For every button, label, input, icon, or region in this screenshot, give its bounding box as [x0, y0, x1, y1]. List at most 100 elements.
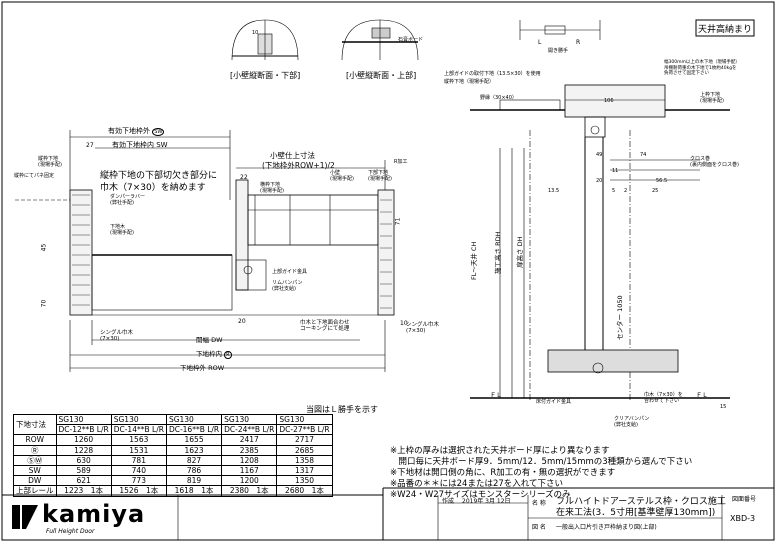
svg-text:L: L: [538, 39, 542, 46]
sec-dim-2: 2: [624, 188, 628, 194]
number-value: XBD-3: [730, 514, 756, 523]
label-jamb: 縦枠下地(現場手配): [38, 156, 62, 168]
sec-dim-25: 25: [652, 188, 659, 194]
table-row: ROW 1260 1563 1655 2417 2717: [13, 434, 333, 446]
table-row: SW 589 740 786 1167 1317: [13, 464, 333, 477]
plan-dim-71: 71: [394, 217, 402, 226]
note-line: ※下地材は開口側の角に、R加工の有・無の選択ができます: [390, 468, 616, 478]
sec-dim-20: 20: [596, 178, 603, 184]
sec-col2: 縦枠下地（現場手配）: [444, 79, 495, 85]
label-horizontal-frame: 横枠下地(現場手配): [260, 182, 284, 194]
spec-table: 下地寸法 SG130 SG130 SG130 SG130 SG130 DC-12…: [13, 413, 333, 497]
drawing-value: 一般出入口片引き戸枠納まり図(上部): [556, 524, 657, 531]
sec-top-notes: 幅300mm以上の木下地（現場手配）吊棚耐荷重の木下地で1枚約40kgを負荷させ…: [664, 60, 740, 76]
note-line: 開口毎に天井ボード厚9．5mm/12．5mm/15mmの3種類から選んで下さい: [390, 457, 693, 467]
sec-rail: 床付ガイド金具: [536, 399, 572, 405]
table-header-row: DC-12**B L/R DC-14**B L/R DC-16**B L/R D…: [14, 424, 333, 436]
table-row: ⓈⓌ 630 781 827 1208 1358: [13, 454, 333, 466]
col-header: DC-24**B L/R: [221, 424, 278, 436]
col-header: DC-27**B L/R: [276, 424, 333, 436]
name-label: 名 称: [532, 500, 546, 507]
col-header: SG130: [110, 413, 167, 426]
header-row-label: 下地寸法: [13, 413, 57, 436]
plan-dim-10: 10: [400, 320, 408, 327]
sec-fl-left: ＦＬ: [490, 392, 503, 399]
col-header: SG130: [276, 413, 333, 426]
drawing-label: 図 名: [532, 524, 546, 531]
col-header: DC-14**B L/R: [110, 424, 167, 436]
label-rim-bumper: リムバンパン(弊社支給): [272, 280, 303, 292]
sec-col1: 上部ガイドの取付下地（13.5×30）を使用: [444, 71, 541, 77]
sec-dim-565: 56.5: [656, 178, 668, 184]
date-label: 作成: [442, 498, 455, 505]
plan-dim-20: 20: [238, 318, 246, 325]
svg-text:R: R: [576, 39, 580, 46]
label-upper-guide: 上部ガイド金具: [272, 269, 308, 275]
col-header: SG130: [55, 413, 112, 426]
col-header: SG130: [221, 413, 278, 426]
plan-dim-70: 70: [40, 299, 48, 308]
outer-label: 下地枠外 ROW: [180, 364, 225, 372]
logo-text: kamiya: [42, 500, 146, 528]
left-jamb-hatch: [72, 194, 90, 306]
svg-text:10: 10: [252, 30, 258, 36]
sec-dim-106: 106: [604, 98, 614, 104]
opening-label: 開幅 DW: [196, 336, 223, 344]
note-line: ※上枠の厚みは選択された天井ボード厚により異なります: [390, 446, 610, 456]
svg-text:開き勝手: 開き勝手: [548, 47, 568, 54]
sec-wood: 野縁（30×40）: [480, 95, 517, 101]
col-header: SG130: [165, 413, 223, 426]
header-title: 天井高納まり: [698, 25, 753, 35]
col-header: DC-12**B L/R: [55, 424, 112, 436]
lower-section-detail: 10: [231, 19, 299, 61]
col-header: DC-16**B L/R: [165, 424, 223, 436]
sec-v3: 扉高さ DH: [516, 236, 524, 268]
sec-dim-5: 5: [612, 188, 616, 194]
date-value: 2019年 3月 12日: [462, 498, 511, 505]
label-lower-frame: 下部下地(現場手配): [368, 170, 392, 182]
label-panel-fix: 縦枠にてパネ固定: [14, 173, 55, 179]
table-row: DW 621 773 819 1200 1350: [13, 475, 333, 487]
plan-note-1: 縦枠下地の下部切欠き部分に: [100, 171, 218, 181]
label-baseboard-right: シングル巾木(7×30): [406, 322, 440, 334]
plan-dim-22: 22: [240, 174, 248, 181]
eff-outer-label: 有効下地枠外 SW: [108, 127, 165, 136]
small-wall-formula: (下地枠外ROW+1)/2: [262, 161, 335, 170]
hinge-diagram: L R 開き勝手: [519, 20, 601, 54]
upper-section-detail: [341, 19, 419, 61]
right-section-view: [470, 84, 730, 400]
upper-section-label: [小壁縦断面・上部]: [346, 70, 416, 80]
inner-label: 下地枠内 R: [196, 350, 232, 359]
label-r-process: R加工: [394, 159, 408, 165]
sec-dim-15: 15: [720, 404, 727, 410]
sec-v4: センター 1050: [616, 295, 624, 340]
label-small-wall: 小壁(現場手配): [330, 170, 354, 182]
sec-v1: FL～天井 CH: [470, 241, 478, 280]
plan-view: [15, 130, 395, 372]
lower-section-label: [小壁縦断面・下部]: [230, 70, 300, 80]
plan-dim-27: 27: [86, 142, 94, 149]
sec-v2: 施工高さ RDH: [494, 231, 502, 274]
name-line-1: フルハイトドアーステルス枠・クロス施工: [556, 497, 726, 507]
small-wall-label: 小壁仕上寸法: [270, 151, 315, 160]
sec-board: 石膏ボード: [398, 37, 424, 43]
logo-subtext: Full Height Door: [46, 528, 95, 535]
name-line-2: 在来工法(3．5寸用[基準壁厚130mm]): [556, 508, 716, 518]
sec-bumper: クリアバンパン(弊社支給): [614, 416, 650, 428]
right-jamb-hatch: [380, 199, 392, 309]
table-header-row: 下地寸法 SG130 SG130 SG130 SG130 SG130: [13, 413, 333, 436]
table-caption: 当図はＬ勝手を示す: [306, 405, 378, 414]
sec-dim-74: 74: [640, 152, 647, 158]
table-row: 上部レール 1223 1本 1526 1本 1618 1本 2380 1本 26…: [13, 485, 333, 497]
sec-baseboard: 巾木（7×30）を合わせて下さい: [644, 392, 683, 404]
label-baseboard-left: シングル巾木(7×30): [100, 330, 134, 342]
sec-top-frame: 上枠下地(現場手配): [700, 92, 724, 104]
header-box: [695, 19, 755, 37]
sec-fl-right: ＦＬ: [696, 392, 709, 399]
sec-dim-49: 49: [596, 152, 603, 158]
sec-cross: クロス巻(裏内側面をクロス巻): [690, 156, 739, 168]
eff-inner-label: 有効下地枠内 SW: [112, 141, 168, 149]
